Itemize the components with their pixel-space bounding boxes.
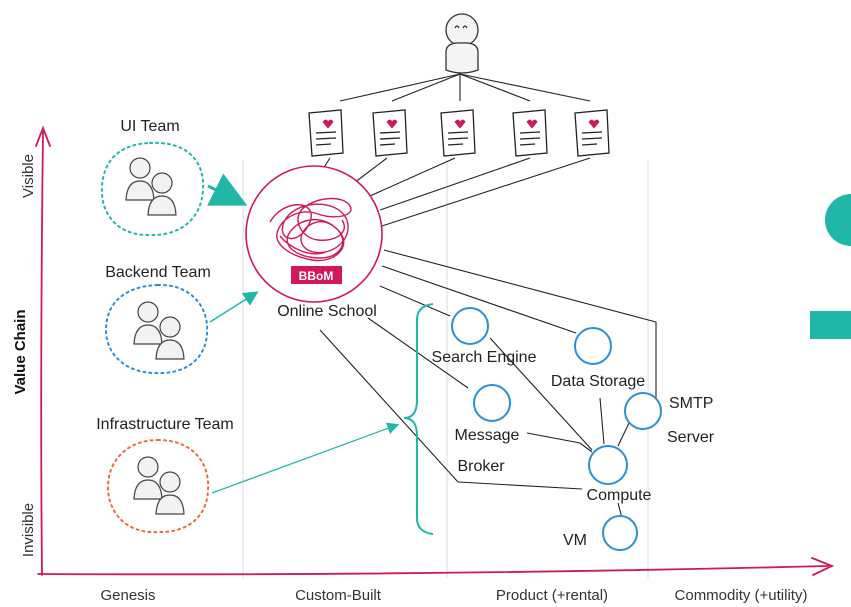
online-school-circle (245, 165, 383, 303)
user-need-documents (308, 109, 610, 157)
x-axis-arrowhead (811, 557, 835, 576)
team-infrastructure-boundary (106, 438, 210, 534)
online-school-label: Online School (277, 303, 377, 320)
visible-label: Visible (20, 154, 37, 198)
partial-teal-circle-decoration (825, 194, 851, 246)
team-backend-label: Backend Team (105, 264, 211, 281)
y-axis (40, 131, 44, 576)
partial-teal-bar-decoration (810, 311, 851, 339)
data-storage-node (574, 327, 612, 365)
people-icon (125, 157, 177, 216)
team-backend-boundary (104, 283, 209, 375)
message-broker-line1: Message (455, 427, 520, 444)
compute-node (588, 445, 628, 485)
document-icon (512, 109, 548, 157)
message-broker-node (473, 384, 511, 422)
team-ui-label: UI Team (120, 118, 179, 135)
document-icon (574, 109, 610, 157)
smtp-server-node (624, 392, 662, 430)
stage-custom-built: Custom-Built (295, 587, 382, 604)
team-infrastructure: Infrastructure Team (96, 416, 234, 534)
axes (35, 125, 835, 576)
data-storage-label: Data Storage (551, 373, 645, 390)
team-ui: UI Team (100, 118, 205, 237)
infrastructure-team-arrow (211, 422, 400, 494)
smtp-label-line1: SMTP (669, 395, 713, 412)
vm-label: VM (563, 532, 587, 549)
team-infrastructure-label: Infrastructure Team (96, 416, 234, 433)
document-icon (372, 109, 408, 157)
bbom-badge-label: BBoM (299, 269, 334, 283)
document-icon (440, 109, 476, 157)
y-axis-arrowhead (35, 125, 51, 147)
people-icon (133, 301, 185, 360)
team-arrows (207, 173, 400, 494)
ui-team-arrow (207, 173, 248, 206)
compute-component: Compute (587, 445, 652, 504)
search-engine-component: Search Engine (432, 307, 537, 366)
smtp-server-component: SMTP Server (624, 392, 715, 446)
big-ball-of-mud-scribble (269, 197, 352, 262)
user-icon (445, 13, 479, 74)
team-backend: Backend Team (104, 264, 211, 375)
compute-label: Compute (587, 487, 652, 504)
team-ui-boundary (100, 141, 205, 237)
search-engine-node (451, 307, 489, 345)
people-icon (133, 456, 185, 515)
message-broker-component: Message Broker (455, 384, 520, 475)
stage-genesis: Genesis (100, 587, 155, 604)
online-school-component: BBoM Online School (245, 165, 383, 320)
data-storage-component: Data Storage (551, 327, 645, 390)
value-chain-title: Value Chain (12, 309, 29, 394)
search-engine-label: Search Engine (432, 349, 537, 366)
smtp-label-line2: Server (667, 429, 715, 446)
components: Search Engine Data Storage SMTP Server M… (432, 307, 715, 551)
backend-team-arrow (209, 291, 259, 323)
infrastructure-brace (403, 303, 434, 535)
bbom-badge (291, 266, 342, 284)
document-icon (308, 109, 344, 157)
stage-commodity: Commodity (+utility) (675, 587, 808, 604)
vm-node (602, 515, 638, 551)
evolution-separators (242, 160, 649, 578)
x-axis (37, 565, 829, 576)
stage-product: Product (+rental) (496, 587, 608, 604)
invisible-label: Invisible (20, 503, 37, 557)
vm-component: VM (563, 515, 638, 551)
message-broker-line2: Broker (457, 458, 505, 475)
